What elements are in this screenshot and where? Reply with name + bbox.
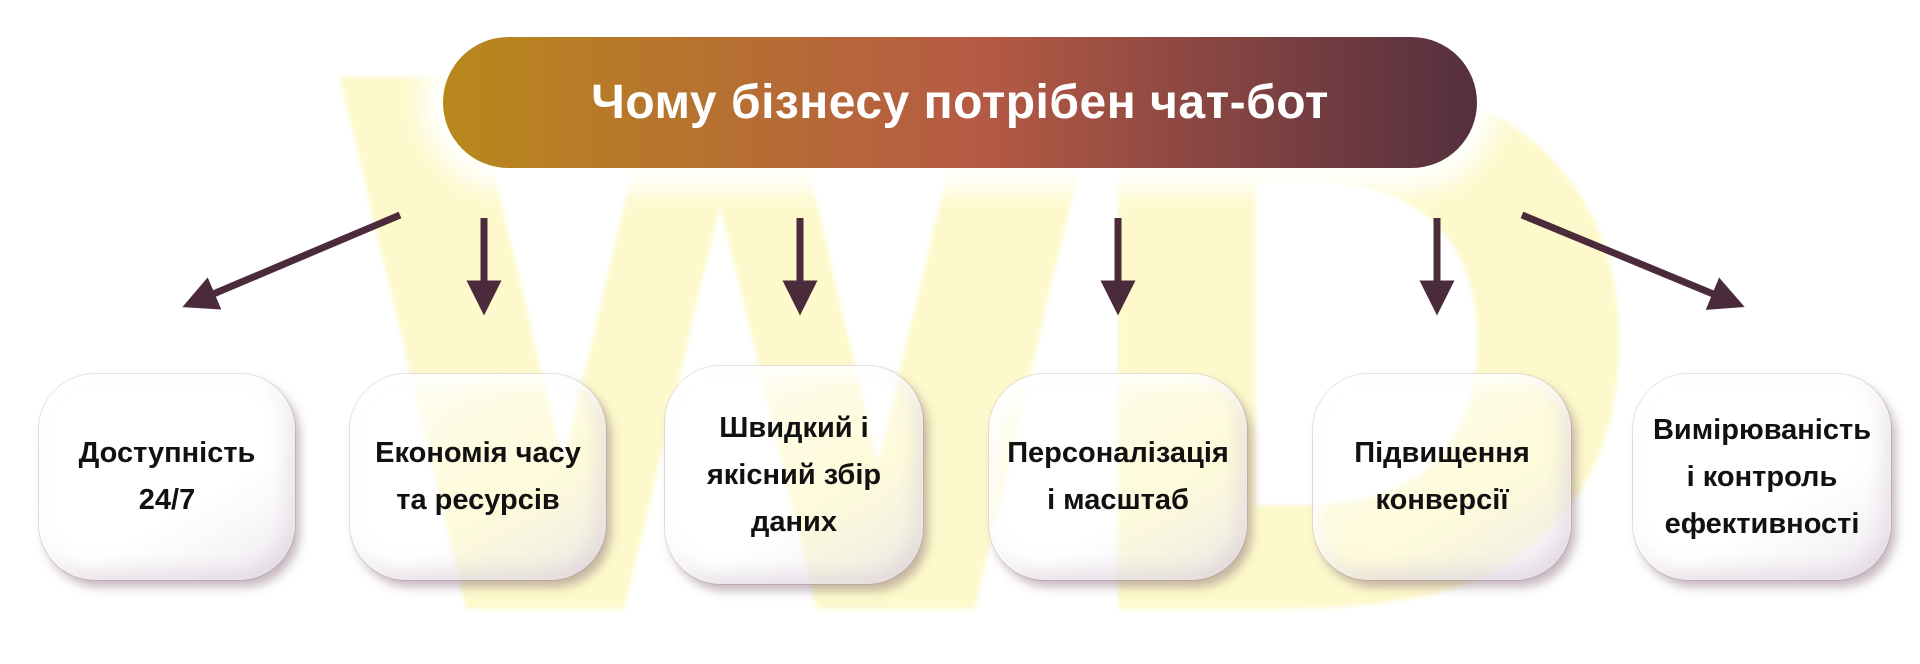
card-text-line: якісний збір (706, 458, 882, 491)
card-text-line: даних (750, 505, 837, 538)
card-text-line: ефективності (1664, 507, 1860, 540)
card-text-line: Швидкий і (719, 411, 869, 444)
card-text-line: 24/7 (138, 484, 196, 516)
card-text-line: і контроль (1686, 460, 1838, 493)
title-banner: Чому бізнесу потрібен чат-бот (443, 37, 1477, 168)
card-data-collection: Швидкий і якісний збір даних (665, 366, 923, 584)
card-text-line: та ресурсів (396, 484, 560, 516)
page-title: Чому бізнесу потрібен чат-бот (591, 76, 1329, 129)
card-personalization: Персоналізація і масштаб (989, 374, 1247, 580)
card-text-line: Персоналізація (1007, 437, 1229, 469)
arrow-diagonal-right-icon (1520, 211, 1745, 310)
card-text-line: Економія часу (375, 437, 581, 469)
arrow-diagonal-left-icon (182, 211, 402, 310)
card-time-savings: Економія часу та ресурсів (350, 374, 606, 580)
card-availability: Доступність 24/7 (39, 374, 295, 580)
card-text-line: Доступність (78, 437, 256, 469)
card-conversion: Підвищення конверсії (1313, 374, 1571, 580)
card-text-line: і масштаб (1047, 484, 1189, 516)
card-text-line: Вимірюваність (1652, 413, 1872, 446)
card-text-line: Підвищення (1354, 437, 1530, 469)
card-measurability: Вимірюваність і контроль ефективності (1633, 374, 1891, 580)
card-text-line: конверсії (1375, 484, 1509, 516)
